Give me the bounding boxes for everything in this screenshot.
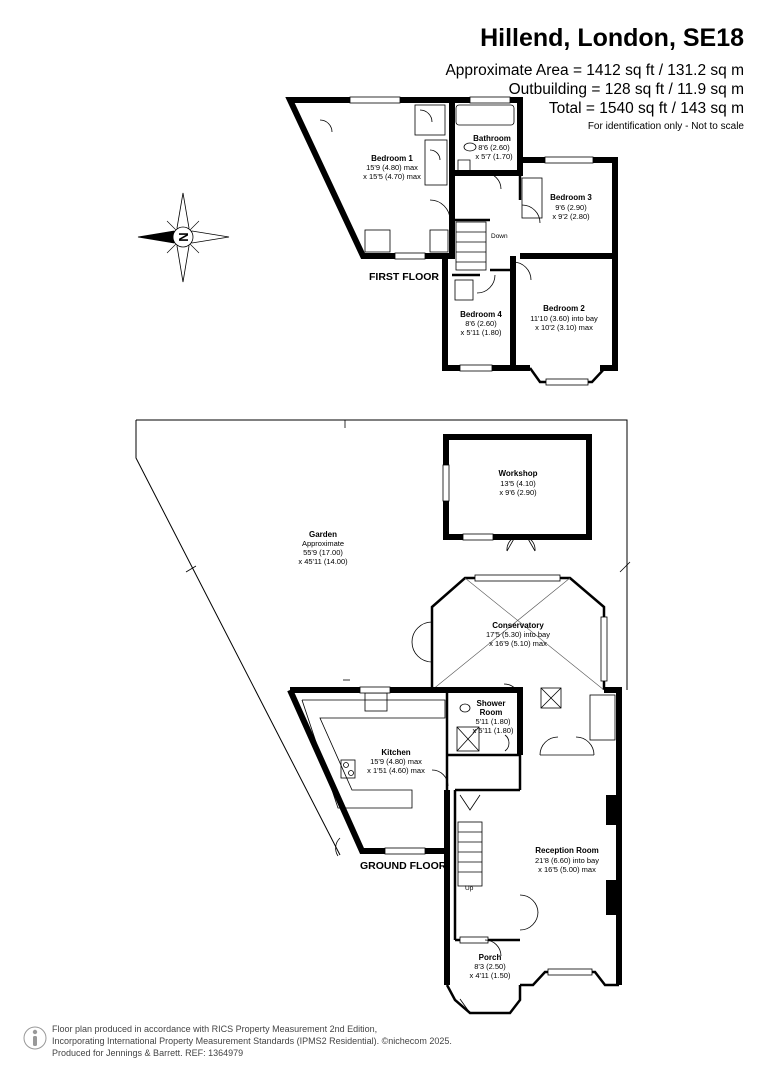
garden-plot: Garden Approximate 55'9 (17.00) x 45'11 …: [135, 419, 631, 856]
shower-room-name-2: Room: [480, 708, 503, 717]
outbuilding-area: Outbuilding = 128 sq ft / 11.9 sq m: [508, 81, 744, 98]
reception-room-dim1: 21'8 (6.60) into bay: [535, 856, 599, 865]
bedroom-3-dim1: 9'6 (2.90): [555, 203, 587, 212]
garden-dim1: 55'9 (17.00): [303, 548, 343, 557]
first-floor-plan: Down Bedroom 1 15'9 (4.80) max x 15'5 (4…: [285, 96, 618, 386]
total-area: Total = 1540 sq ft / 143 sq m: [548, 100, 744, 117]
conservatory-name: Conservatory: [492, 621, 544, 630]
bathroom-dim1: 8'6 (2.60): [478, 143, 510, 152]
bathroom-dim2: x 5'7 (1.70): [475, 152, 513, 161]
bedroom-4-name: Bedroom 4: [460, 310, 502, 319]
footer-line-2: Incorporating International Property Mea…: [52, 1036, 452, 1046]
footer-line-3: Produced for Jennings & Barrett. REF: 13…: [52, 1048, 244, 1058]
shower-room-dim2: x 5'11 (1.80): [473, 726, 514, 735]
porch-dim1: 8'3 (2.50): [474, 962, 506, 971]
stairs-down-label: Down: [491, 233, 508, 240]
approximate-area: Approximate Area = 1412 sq ft / 131.2 sq…: [445, 62, 744, 79]
workshop-outbuilding: Workshop 13'5 (4.10) x 9'6 (2.90): [442, 434, 592, 552]
ground-floor-label: GROUND FLOOR: [360, 860, 447, 872]
kitchen-name: Kitchen: [381, 748, 410, 757]
stairs-up-label: Up: [465, 885, 474, 892]
disclaimer: For identification only - Not to scale: [587, 121, 744, 132]
shower-room-name-1: Shower: [477, 699, 506, 708]
first-floor-label: FIRST FLOOR: [369, 271, 439, 283]
ground-floor-plan: Conservatory 17'5 (5.30) into bay x 16'9…: [287, 574, 622, 1015]
workshop-dim2: x 9'6 (2.90): [499, 488, 537, 497]
property-title: Hillend, London, SE18: [480, 24, 744, 52]
bedroom-1-name: Bedroom 1: [371, 154, 413, 163]
bedroom-4-dim1: 8'6 (2.60): [465, 319, 497, 328]
porch-dim2: x 4'11 (1.50): [470, 971, 511, 980]
footer-line-1: Floor plan produced in accordance with R…: [52, 1024, 378, 1034]
bedroom-1-dim1: 15'9 (4.80) max: [366, 163, 418, 172]
stairs-down: [455, 221, 487, 271]
workshop-dim1: 13'5 (4.10): [500, 479, 536, 488]
bedroom-3-name: Bedroom 3: [550, 193, 592, 202]
bedroom-4-dim2: x 5'11 (1.80): [461, 328, 502, 337]
workshop-name: Workshop: [499, 469, 538, 478]
garden-approx: Approximate: [302, 539, 344, 548]
kitchen-dim2: x 1'51 (4.60) max: [367, 766, 425, 775]
garden-name: Garden: [309, 530, 337, 539]
stairs-up: [457, 794, 483, 887]
bedroom-2-dim2: x 10'2 (3.10) max: [535, 323, 593, 332]
conservatory-dim2: x 16'9 (5.10) max: [489, 639, 547, 648]
bedroom-3-dim2: x 9'2 (2.80): [552, 212, 590, 221]
kitchen-dim1: 15'9 (4.80) max: [370, 757, 422, 766]
garden-dim2: x 45'11 (14.00): [298, 557, 348, 566]
bedroom-2-dim1: 11'10 (3.60) into bay: [530, 314, 598, 323]
reception-room-name: Reception Room: [535, 846, 599, 855]
bedroom-2-name: Bedroom 2: [543, 304, 585, 313]
shower-room-dim1: 5'11 (1.80): [475, 717, 511, 726]
reception-room-dim2: x 16'5 (5.00) max: [538, 865, 596, 874]
porch-name: Porch: [479, 953, 502, 962]
info-person-icon: [23, 1026, 47, 1050]
compass-rose-icon: N: [137, 192, 230, 283]
bedroom-1-dim2: x 15'5 (4.70) max: [363, 172, 421, 181]
bathroom-name: Bathroom: [473, 134, 511, 143]
compass-north-letter: N: [176, 232, 191, 241]
conservatory-dim1: 17'5 (5.30) into bay: [486, 630, 550, 639]
